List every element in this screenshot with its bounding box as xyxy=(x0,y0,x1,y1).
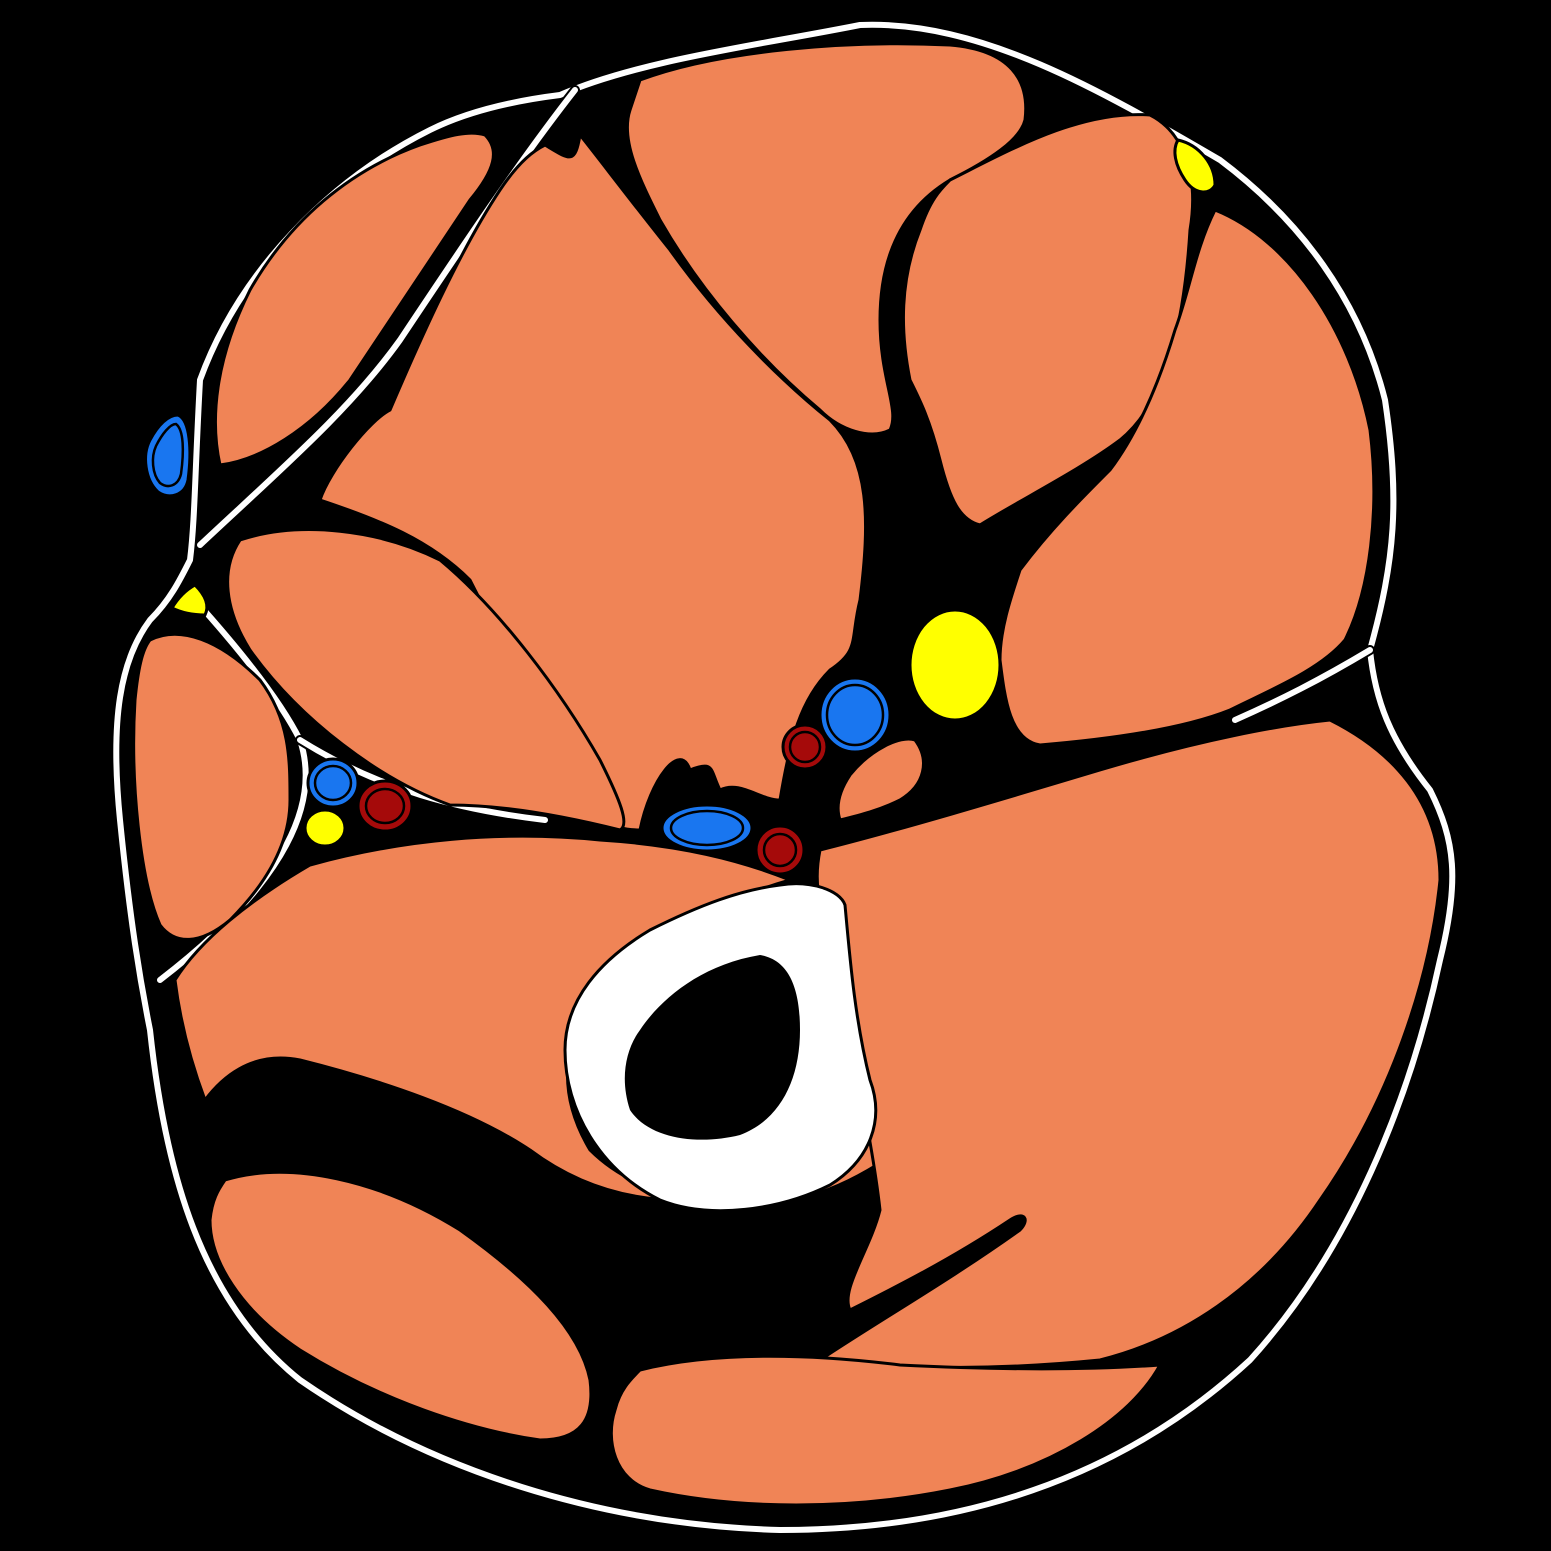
artery-central-upper xyxy=(781,723,829,771)
artery-left xyxy=(356,779,414,833)
nerve-left-small xyxy=(169,583,209,617)
posterior-muscle-bottom xyxy=(609,1354,1162,1507)
anterior-muscle-large xyxy=(318,133,868,832)
anterior-muscle-right xyxy=(901,113,1195,527)
vein-central-upper xyxy=(818,676,892,754)
vein-left xyxy=(306,757,360,809)
nerve-central xyxy=(908,608,1002,722)
nerve-top-right xyxy=(1173,138,1217,194)
bone-marrow-cavity xyxy=(624,955,800,1140)
limb-skin xyxy=(113,21,1456,1533)
central-muscle-small xyxy=(836,737,925,822)
artery-central-lower xyxy=(754,824,806,876)
right-muscle-lower xyxy=(998,208,1376,747)
anterior-muscle-top xyxy=(625,42,1028,436)
vein-superficial-left xyxy=(144,413,192,498)
right-muscle-posterior xyxy=(815,718,1442,1369)
lateral-muscle-upper-left xyxy=(213,131,495,467)
posterior-muscle-lower-left xyxy=(208,1170,593,1442)
vein-central-lower xyxy=(660,803,754,853)
nerve-left xyxy=(303,808,347,848)
medial-muscle-middle xyxy=(226,528,626,832)
